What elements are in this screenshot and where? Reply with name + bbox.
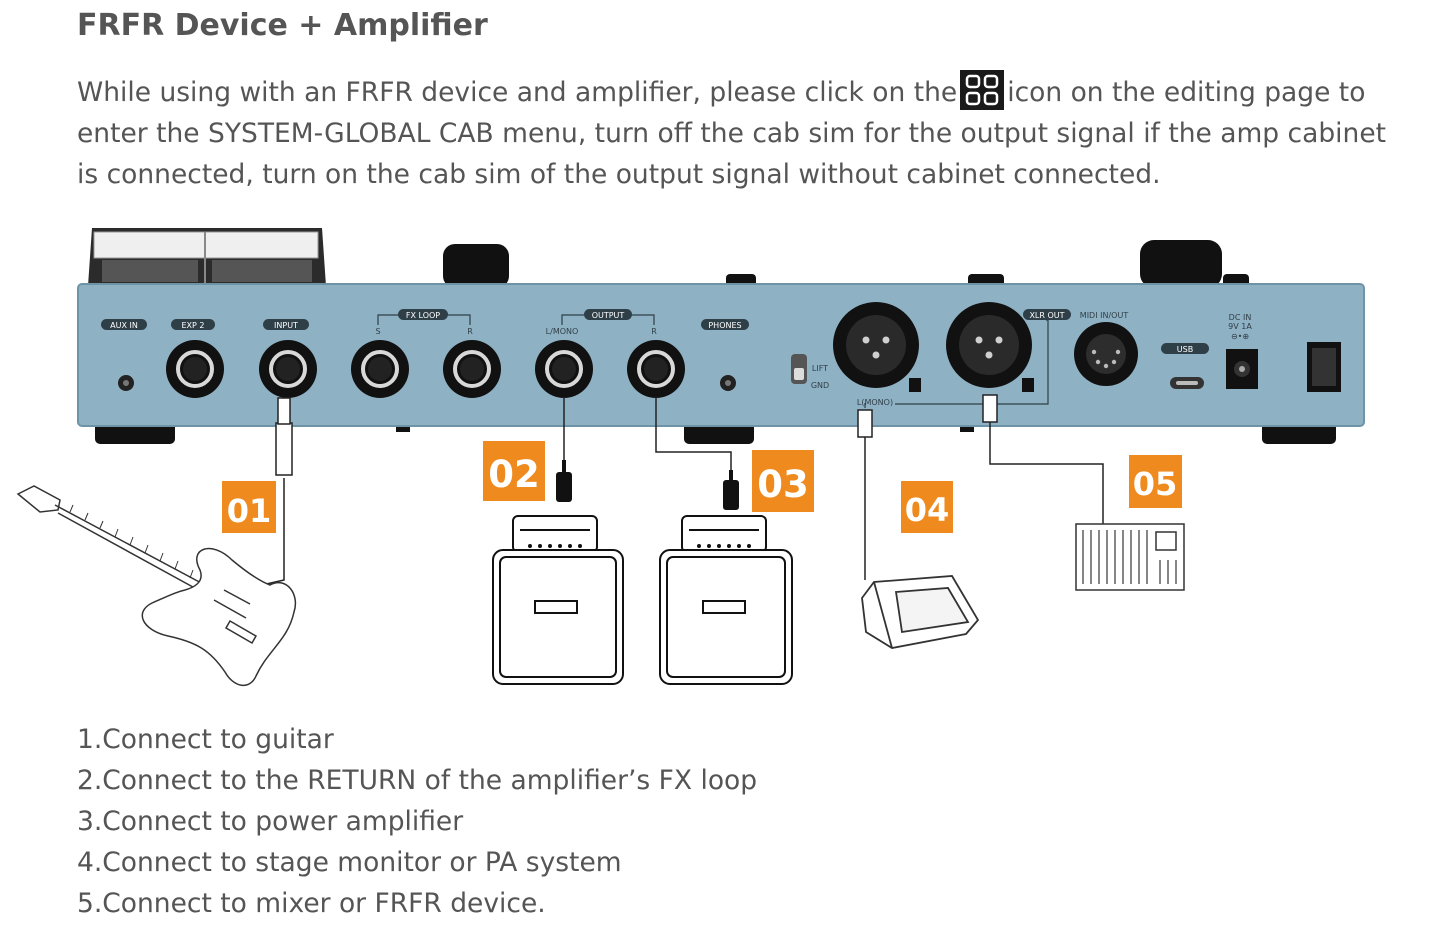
connection-diagram: AUX IN EXP 2 INPUT FX LOOP OUTPUT PHONES… (16, 228, 1365, 686)
steps-list: 1.Connect to guitar 2.Connect to the RET… (77, 719, 757, 924)
panel-brackets (377, 314, 1049, 408)
label-usb: USB (1177, 345, 1193, 354)
panel-jacks: ⊖•⊕ (118, 302, 1341, 398)
plugs (275, 394, 998, 510)
label-output: OUTPUT (592, 311, 625, 320)
intro-line-3: is connected, turn on the cab sim of the… (77, 159, 1161, 190)
mixer-icon (1075, 523, 1185, 591)
intro-line-1: While using with an FRFR device and ampl… (77, 70, 1422, 113)
panel-labels: AUX IN EXP 2 INPUT FX LOOP OUTPUT PHONES… (101, 309, 1209, 354)
amplifier-2-icon (659, 515, 793, 685)
label-gnd: GND (811, 381, 829, 390)
expression-pedal (88, 228, 326, 286)
panel-plain-labels: S R L/MONO R LIFT GND L(MONO) MIDI IN/OU… (375, 311, 1252, 407)
svg-text:⊖•⊕: ⊖•⊕ (1231, 332, 1249, 341)
intro-text-1: While using with an FRFR device and ampl… (77, 77, 958, 108)
callout-04: 04 (905, 491, 950, 529)
intro-line-2: enter the SYSTEM-GLOBAL CAB menu, turn o… (77, 118, 1387, 149)
step-2: 2.Connect to the RETURN of the amplifier… (77, 765, 758, 796)
callout-05: 05 (1133, 465, 1178, 503)
label-exp2: EXP 2 (182, 321, 205, 330)
label-out-r: R (651, 327, 657, 336)
step-1: 1.Connect to guitar (77, 724, 334, 755)
label-xlr-out: XLR OUT (1029, 311, 1064, 320)
label-fx-r: R (467, 327, 473, 336)
label-aux-in: AUX IN (110, 321, 138, 330)
guitar-icon (16, 485, 297, 686)
label-xlr-l: L(MONO) (857, 398, 893, 407)
label-midi: MIDI IN/OUT (1080, 311, 1129, 320)
label-fx-loop: FX LOOP (406, 311, 440, 320)
quad-grid-icon (960, 70, 1005, 110)
cables (261, 397, 1104, 586)
callout-02: 02 (488, 453, 540, 496)
label-input: INPUT (274, 321, 298, 330)
callout-badges: 01 02 03 04 05 (222, 441, 1182, 533)
label-dc-1: DC IN (1229, 313, 1252, 322)
amplifier-1-icon (492, 515, 624, 685)
page-title: FRFR Device + Amplifier (77, 8, 488, 43)
label-dc-2: 9V 1A (1228, 322, 1252, 331)
label-fx-s: S (375, 327, 380, 336)
intro-text-2: icon on the editing page to (1007, 77, 1366, 108)
step-4: 4.Connect to stage monitor or PA system (77, 847, 622, 878)
label-lift: LIFT (812, 364, 828, 373)
intro-paragraph: While using with an FRFR device and ampl… (77, 70, 1422, 195)
top-knobs (443, 240, 1249, 288)
label-phones: PHONES (708, 321, 741, 330)
step-3: 3.Connect to power amplifier (77, 806, 464, 837)
callout-01: 01 (227, 492, 272, 530)
label-out-l: L/MONO (546, 327, 579, 336)
stage-monitor-icon (861, 575, 980, 649)
step-5: 5.Connect to mixer or FRFR device. (77, 888, 546, 919)
callout-03: 03 (757, 463, 809, 506)
